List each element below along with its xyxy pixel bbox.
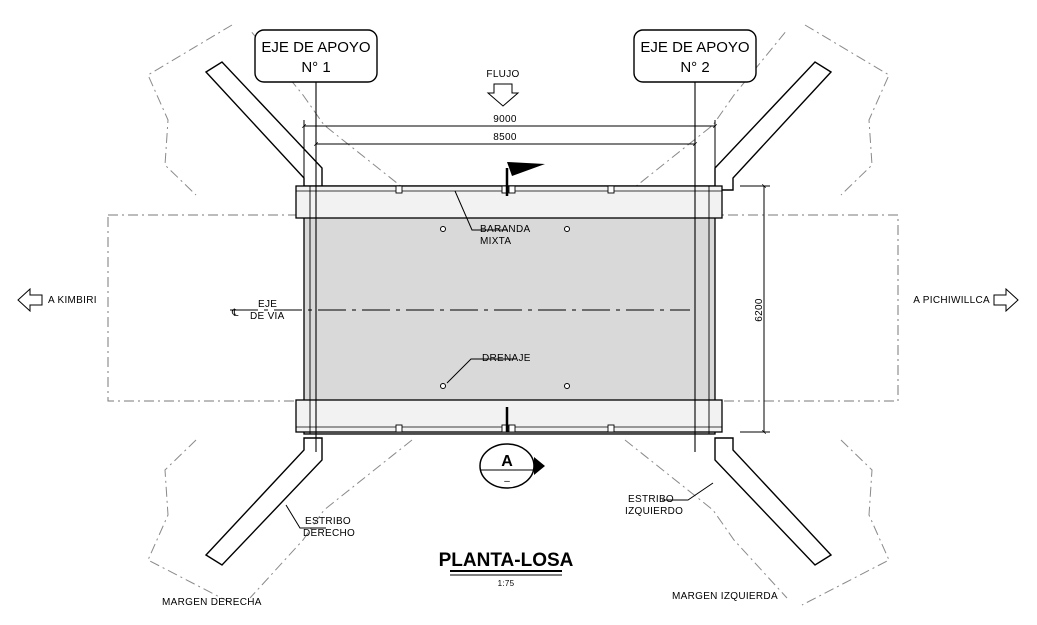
drain-label: DRENAJE [482,353,531,364]
abutment-dashed-outlines [147,24,890,606]
abutment-right-line2: DERECHO [303,528,355,539]
road-axis-symbol: ℄ [231,308,239,319]
drain-points [440,226,570,389]
dim-span-length: 8500 [493,132,517,143]
north-flag-icon [507,162,545,176]
direction-left: A KIMBIRI [48,295,97,306]
arrow-right-icon [993,287,1019,313]
wing-walls [204,61,833,566]
axis-box-left-line1: EJE DE APOYO [261,39,370,56]
direction-right: A PICHIWILLCA [913,295,990,306]
railing-label-line2: MIXTA [480,236,511,247]
leader-lines [285,190,714,529]
bank-right-label: MARGEN DERECHA [162,597,262,608]
axis-box-left-line2: N° 1 [301,59,330,76]
axis-box-right-line1: EJE DE APOYO [640,39,749,56]
abutment-left-line1: ESTRIBO [628,494,674,505]
axis-box-right-line2: N° 2 [680,59,709,76]
dim-total-length: 9000 [493,114,517,125]
railing-label-line1: BARANDA [480,224,530,235]
dimension-lines [301,120,770,435]
section-marker-a: A – [479,443,545,489]
axis-box-left: EJE DE APOYO N° 1 [254,29,378,83]
drawing-title: PLANTA-LOSA [439,550,574,571]
abutment-left-line2: IZQUIERDO [625,506,683,517]
arrow-left-icon [17,287,43,313]
axis-box-right: EJE DE APOYO N° 2 [633,29,757,83]
section-marker-letter: A [501,453,513,470]
dim-width: 6200 [754,298,765,322]
drawing-scale: 1:75 [498,579,515,588]
flow-label: FLUJO [486,69,519,80]
road-axis-line1: EJE [258,299,277,310]
road-axis-line2: DE VIA [250,311,285,322]
section-marker-sub: – [504,476,510,487]
bank-left-label: MARGEN IZQUIERDA [672,591,778,602]
abutment-right-line1: ESTRIBO [305,516,351,527]
flow-arrow-icon [486,83,520,107]
